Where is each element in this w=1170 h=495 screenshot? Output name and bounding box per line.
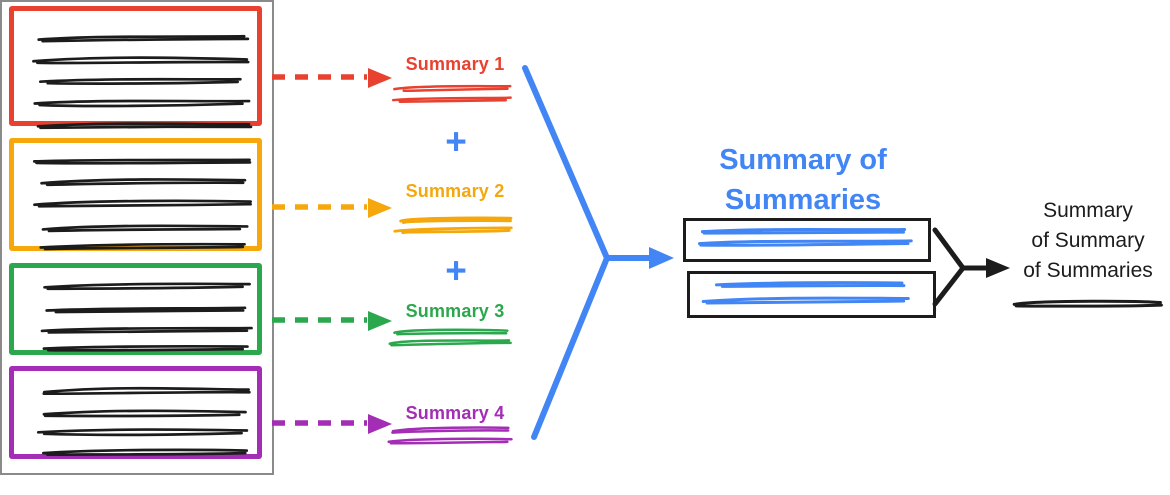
final-summary-label: Summary of Summary of Summaries bbox=[1002, 196, 1170, 286]
final-summary-line: of Summary bbox=[1031, 229, 1145, 252]
summary-3-scribble bbox=[388, 339, 512, 347]
summary-4-scribble bbox=[387, 437, 513, 445]
summary-1-arrow bbox=[272, 68, 392, 88]
plus-sign-1: + bbox=[445, 121, 467, 162]
arrowhead-icon bbox=[368, 311, 392, 331]
source-documents-panel bbox=[0, 0, 274, 475]
final-summary-line: Summary bbox=[1043, 199, 1133, 222]
arrowhead-icon bbox=[368, 198, 392, 218]
summary-1-scribble bbox=[391, 96, 512, 103]
summary-4-scribble bbox=[391, 426, 510, 434]
summary-4-arrow bbox=[272, 414, 392, 434]
arrowhead-icon bbox=[368, 414, 392, 434]
merge-arrow bbox=[522, 65, 674, 440]
final-summary-line: of Summaries bbox=[1023, 259, 1153, 282]
document-1 bbox=[9, 6, 262, 126]
summary-of-summaries-box-2 bbox=[687, 271, 936, 318]
arrowhead-icon bbox=[649, 247, 674, 269]
final-merge-arrow bbox=[932, 227, 1010, 307]
summary-1-scribble bbox=[393, 84, 512, 92]
summary-of-summaries-box-1 bbox=[683, 218, 931, 262]
summary-4-label: Summary 4 bbox=[405, 403, 505, 423]
arrowhead-icon bbox=[368, 68, 392, 88]
summary-2-scribble bbox=[399, 216, 513, 224]
final-summary-scribble bbox=[1012, 299, 1163, 308]
summary-2-scribble bbox=[393, 226, 513, 235]
document-2 bbox=[9, 138, 262, 251]
document-3 bbox=[9, 263, 262, 355]
summary-3-scribble bbox=[393, 328, 509, 336]
document-4 bbox=[9, 366, 262, 459]
summary-3-label: Summary 3 bbox=[405, 301, 505, 321]
plus-sign-2: + bbox=[445, 250, 467, 291]
summary-of-summaries-title: Summary of Summaries bbox=[719, 144, 887, 216]
summary-2-arrow bbox=[272, 198, 392, 218]
summary-1-label: Summary 1 bbox=[405, 54, 505, 74]
summary-2-label: Summary 2 bbox=[405, 181, 505, 201]
summary-3-arrow bbox=[272, 311, 392, 331]
